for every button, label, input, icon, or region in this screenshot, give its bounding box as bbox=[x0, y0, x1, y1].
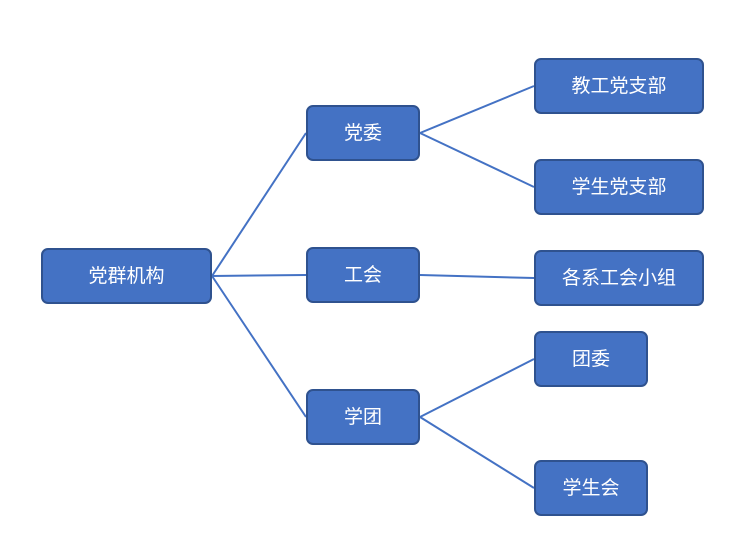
node-student-party-branch: 学生党支部 bbox=[534, 159, 704, 215]
connector-root-party-committee bbox=[211, 132, 307, 277]
node-student-union: 学生会 bbox=[534, 460, 648, 516]
connector-union-dept-groups bbox=[419, 274, 535, 279]
node-label: 工会 bbox=[343, 263, 382, 286]
node-union: 工会 bbox=[306, 247, 420, 303]
node-label: 学生会 bbox=[562, 476, 620, 499]
node-label: 学生党支部 bbox=[571, 175, 667, 198]
node-youth-organizations: 学团 bbox=[306, 389, 420, 445]
node-league-committee: 团委 bbox=[534, 331, 648, 387]
connector-party-committee-faculty-branch bbox=[419, 85, 535, 134]
node-faculty-party-branch: 教工党支部 bbox=[534, 58, 704, 114]
connector-party-committee-student-branch bbox=[419, 132, 535, 188]
node-root-party-mass-organizations: 党群机构 bbox=[41, 248, 212, 304]
connector-root-union bbox=[211, 274, 307, 277]
connector-youth-league-committee bbox=[419, 358, 535, 418]
node-label: 各系工会小组 bbox=[561, 266, 676, 289]
node-label: 团委 bbox=[571, 347, 610, 370]
connector-root-youth bbox=[211, 275, 307, 418]
node-label: 党委 bbox=[343, 121, 382, 144]
node-party-committee: 党委 bbox=[306, 105, 420, 161]
node-label: 学团 bbox=[343, 405, 382, 428]
connector-youth-student-union bbox=[419, 416, 535, 489]
node-label: 党群机构 bbox=[88, 264, 165, 287]
node-department-union-groups: 各系工会小组 bbox=[534, 250, 704, 306]
node-label: 教工党支部 bbox=[571, 74, 667, 97]
